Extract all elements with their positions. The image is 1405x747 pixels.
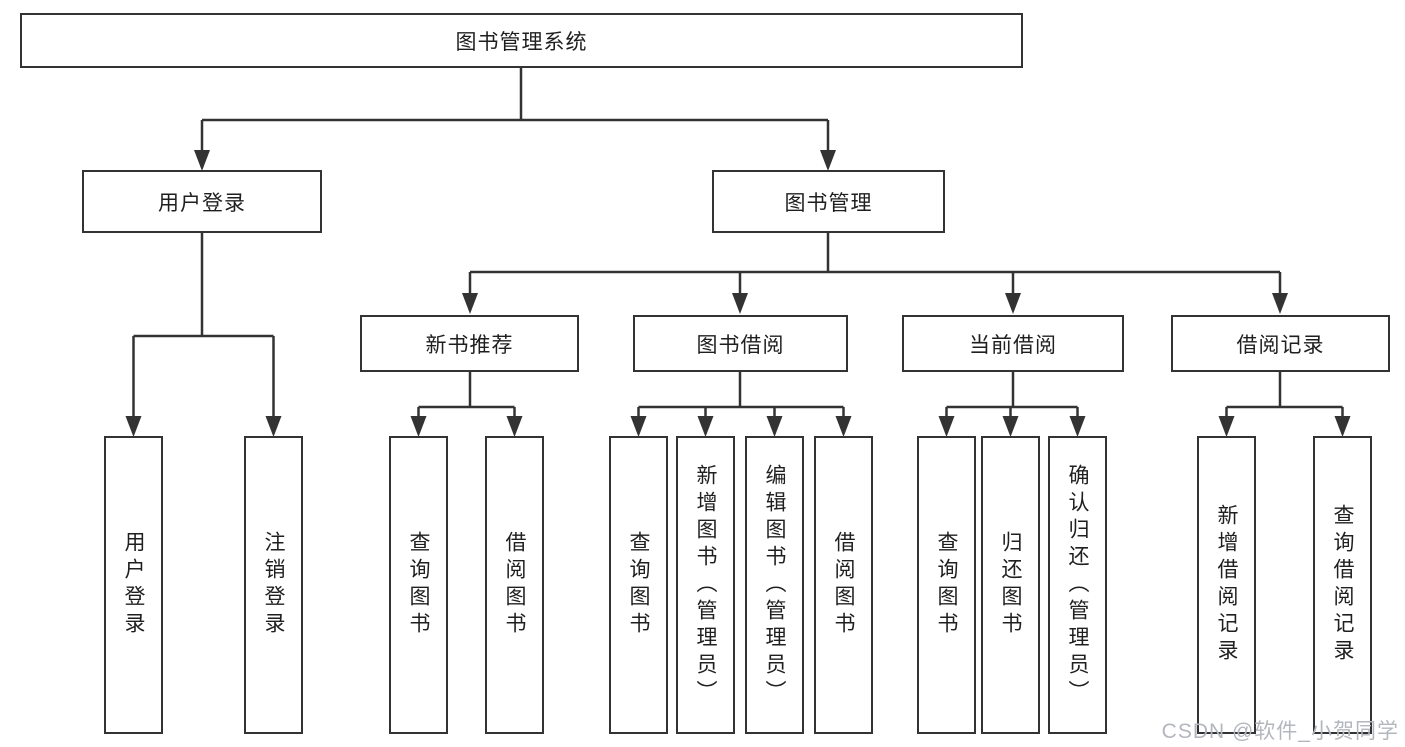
node-label: 新增图书（管理员） [694,463,718,707]
node-borrowing-borrow-books: 借阅图书 [814,436,873,734]
node-borrowing-records: 借阅记录 [1171,315,1390,372]
node-label: 图书管理 [784,191,873,215]
node-label: 查询图书 [935,531,959,639]
node-logout: 注销登录 [244,436,303,734]
node-recommend-query-books: 查询图书 [389,436,448,734]
node-book-management: 图书管理 [712,170,945,233]
arrowheads [125,150,1351,437]
node-label: 编辑图书（管理员） [763,463,787,707]
node-borrowing-add-books-admin: 新增图书（管理员） [676,436,735,734]
node-borrowing-query-books: 查询图书 [609,436,668,734]
node-label: 借阅图书 [503,531,527,639]
node-new-book-recommend: 新书推荐 [360,315,579,372]
node-recommend-borrow-books: 借阅图书 [485,436,544,734]
node-label: 确认归还（管理员） [1066,463,1090,707]
node-label: 归还图书 [999,531,1023,639]
node-label: 查询图书 [407,531,431,639]
node-label: 新书推荐 [425,333,514,357]
node-records-query-borrow-record: 查询借阅记录 [1313,436,1372,734]
node-label: 用户登录 [158,191,246,215]
node-label: 查询图书 [627,531,651,639]
node-user-login: 用户登录 [82,170,322,233]
node-label: 借阅记录 [1236,333,1325,357]
node-current-confirm-return-admin: 确认归还（管理员） [1048,436,1107,734]
node-label: 用户登录 [122,531,146,639]
node-borrowing-edit-books-admin: 编辑图书（管理员） [745,436,804,734]
node-label: 新增借阅记录 [1215,504,1239,666]
node-book-borrowing: 图书借阅 [633,315,848,372]
node-label: 注销登录 [262,531,286,639]
node-user-login-leaf: 用户登录 [104,436,163,734]
node-records-add-borrow-record: 新增借阅记录 [1197,436,1256,734]
node-label: 借阅图书 [832,531,856,639]
node-library-system: 图书管理系统 [20,13,1023,68]
node-label: 查询借阅记录 [1331,504,1355,666]
node-current-borrowing: 当前借阅 [902,315,1124,372]
node-label: 图书借阅 [696,333,785,357]
node-current-query-books: 查询图书 [917,436,976,734]
node-current-return-books: 归还图书 [981,436,1040,734]
node-label: 图书管理系统 [455,30,588,54]
node-label: 当前借阅 [969,333,1057,357]
